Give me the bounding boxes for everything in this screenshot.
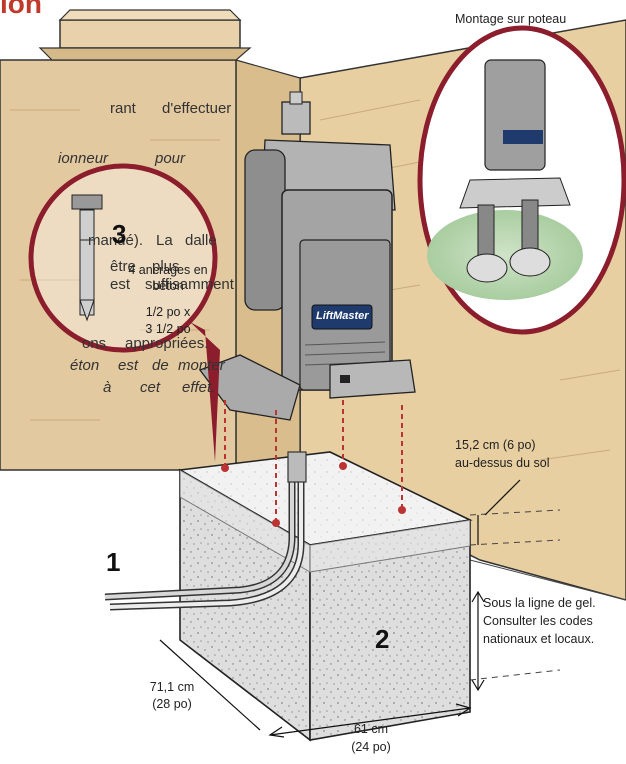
width-dimension-line1: 61 cm xyxy=(353,722,389,736)
bg-text-pour: pour xyxy=(155,150,186,167)
frost-label-line1: Sous la ligne de gel. xyxy=(483,596,596,610)
bg-text-rant: rant xyxy=(110,100,136,117)
bg-text-de: de xyxy=(152,357,169,374)
dimension-lines xyxy=(159,479,521,738)
inset-post-mount xyxy=(417,25,626,335)
anchor-guides xyxy=(224,400,403,520)
bg-text-monter: monter xyxy=(178,357,225,374)
frost-label-line3: nationaux et locaux. xyxy=(483,632,595,646)
bg-text-ionneur: ionneur xyxy=(58,150,109,167)
height-label-line1: 15,2 cm (6 po) xyxy=(455,438,536,452)
anchor-spec-line3: 1/2 po x xyxy=(145,305,191,319)
bg-text-dalle: dalle xyxy=(185,232,217,249)
page-title-fragment: ion xyxy=(0,0,42,19)
conduit-pipes xyxy=(104,451,307,611)
bg-text-cet: cet xyxy=(140,379,161,396)
slab-number-2: 2 xyxy=(375,624,390,654)
anchor-spec-line4: 3 1/2 po xyxy=(145,322,191,336)
callout-number-3: 3 xyxy=(112,219,127,249)
bg-text-eton: éton xyxy=(70,357,100,374)
bg-text-est: est xyxy=(110,276,131,293)
width-dimension-line2: (24 po) xyxy=(351,740,391,754)
brick-pillar xyxy=(0,9,252,471)
anchor-spec-line2: béton xyxy=(152,279,184,293)
bg-text-est-2: est xyxy=(118,357,139,374)
bg-text-effet: effet. xyxy=(182,379,216,396)
brand-logo: LiftMaster xyxy=(316,310,369,322)
anchor-callout xyxy=(28,163,220,462)
anchor-spec-line1: 4 ancrages en xyxy=(128,263,208,277)
gate-operator xyxy=(198,91,416,421)
bg-text-suffisamment: suffisamment xyxy=(145,276,234,293)
depth-dimension-line2: (28 po) xyxy=(152,697,192,711)
concrete-slab xyxy=(177,451,473,742)
conduit-number-1: 1 xyxy=(106,547,121,577)
bg-text-mande: mandé). xyxy=(88,232,144,249)
bg-text-appropriees: appropriées. xyxy=(125,335,209,352)
bg-text-la: La xyxy=(156,232,173,249)
bg-text-effectuer: d'effectuer xyxy=(162,100,232,117)
height-label-line2: au-dessus du sol xyxy=(455,456,550,470)
depth-dimension-line1: 71,1 cm xyxy=(149,680,195,694)
bg-text-etre: être xyxy=(110,258,136,275)
bg-text-plus: plus xyxy=(152,258,180,275)
bg-text-ons: ons xyxy=(82,335,107,352)
bg-text-a: à xyxy=(103,379,112,396)
inset-title: Montage sur poteau xyxy=(455,12,567,26)
frost-label-line2: Consulter les codes xyxy=(483,614,593,628)
